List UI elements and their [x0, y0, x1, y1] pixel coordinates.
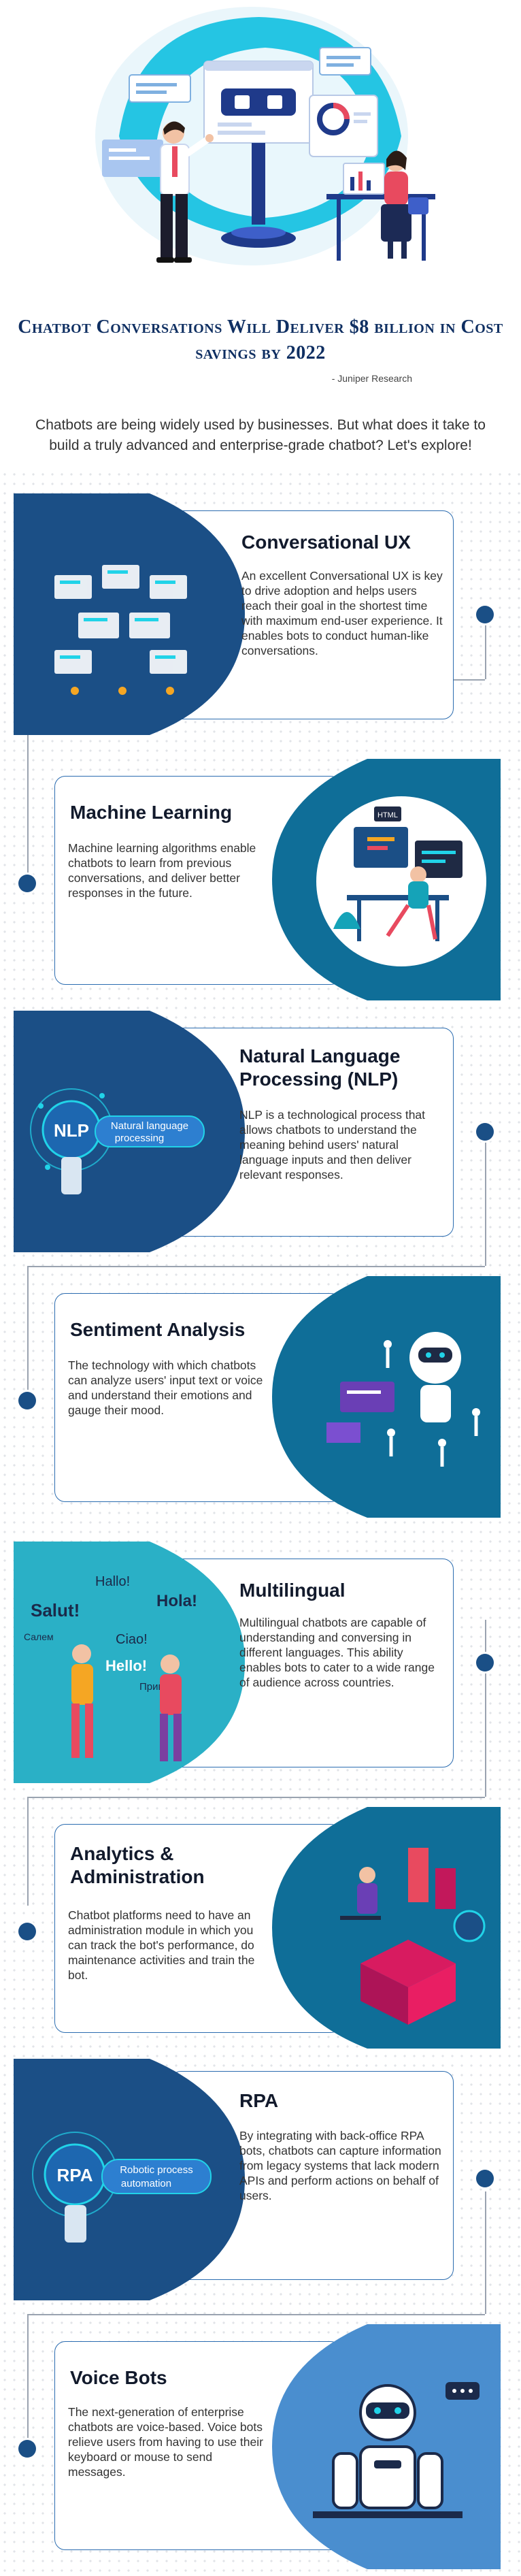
connector-line — [485, 615, 486, 679]
section-title: Voice Bots — [70, 2367, 167, 2388]
voice-bots-illustration — [272, 2324, 501, 2569]
section-rpa: RPA Robotic process automation RPA By in… — [0, 2059, 521, 2311]
section-analytics-administration: Analytics & Administration Chatbot platf… — [0, 1807, 521, 2059]
section-sentiment-analysis: Sentiment Analysis The technology with w… — [0, 1276, 521, 1528]
connector-line — [485, 1130, 486, 1266]
connector-dot — [476, 1123, 494, 1141]
machine-learning-illustration: HTML — [272, 759, 501, 1000]
section-description: By integrating with back-office RPA bots… — [239, 2129, 441, 2202]
section-description: An excellent Conversational UX is key to… — [241, 569, 443, 657]
greeting-text: Hello! — [105, 1657, 147, 1674]
section-description: The technology with which chatbots can a… — [68, 1358, 263, 1417]
section-title: Analytics & Administration — [70, 1843, 205, 1887]
connector-dot — [476, 1654, 494, 1672]
sentiment-analysis-illustration — [272, 1276, 501, 1518]
connector-dot — [18, 875, 36, 892]
section-conversational-ux: Conversational UX An excellent Conversat… — [0, 493, 521, 745]
connector-line — [27, 679, 29, 883]
nlp-caption: Natural language — [111, 1120, 188, 1132]
section-multilingual: Hallo! Hola! Salut! Ciao! Hello! Привет!… — [0, 1542, 521, 1793]
section-title: Multilingual — [239, 1580, 346, 1601]
connector-line — [485, 2191, 486, 2314]
section-title: RPA — [239, 2090, 279, 2111]
section-title: Sentiment Analysis — [70, 1319, 246, 1340]
rpa-label: RPA — [57, 2165, 93, 2185]
connector-dot — [18, 2440, 36, 2458]
connector-dot — [18, 1392, 36, 1409]
section-title: Natural Language Processing (NLP) — [239, 1045, 401, 1090]
section-description: NLP is a technological process that allo… — [239, 1108, 426, 1181]
connector-dot — [476, 606, 494, 623]
connector-line — [27, 1266, 29, 1402]
nlp-label: NLP — [54, 1120, 89, 1141]
section-description: Machine learning algorithms enable chatb… — [68, 841, 256, 900]
connector-line — [27, 1797, 485, 1798]
connector-dot — [18, 1923, 36, 1940]
nlp-caption: processing — [115, 1132, 165, 1144]
rpa-illustration: RPA Robotic process automation — [14, 2059, 245, 2300]
connector-dot — [476, 2170, 494, 2187]
section-nlp: NLP Natural language processing Natural … — [0, 1011, 521, 1262]
connector-line — [27, 1266, 485, 1267]
section-description: The next-generation of enterprise chatbo… — [68, 2405, 263, 2479]
greeting-text: Ciao! — [116, 1632, 148, 1647]
intro-text: Chatbots are being widely used by busine… — [35, 417, 486, 453]
html-tag-label: HTML — [377, 811, 398, 819]
nlp-illustration: NLP Natural language processing — [14, 1011, 245, 1252]
section-machine-learning: HTML Machine Learning Machine learning a… — [0, 759, 521, 1011]
analytics-illustration — [272, 1807, 501, 2049]
section-voice-bots: Voice Bots The next-generation of enterp… — [0, 2324, 521, 2576]
section-description: Multilingual chatbots are capable of und… — [239, 1616, 435, 1689]
page-title: Chatbot Conversations Will Deliver $8 bi… — [18, 316, 503, 363]
section-title: Machine Learning — [70, 802, 233, 823]
rpa-caption: Robotic process — [120, 2164, 193, 2176]
section-title: Conversational UX — [241, 532, 411, 553]
greeting-text: Hallo! — [95, 1574, 130, 1589]
greeting-text: Salut! — [31, 1600, 80, 1620]
connector-line — [485, 1620, 486, 1797]
connector-line — [27, 1797, 29, 1906]
greeting-text: Hola! — [156, 1592, 197, 1610]
conversational-ux-illustration — [14, 493, 245, 735]
rpa-caption: automation — [121, 2178, 171, 2189]
greeting-text: Салем — [24, 1631, 54, 1642]
section-description: Chatbot platforms need to have an admini… — [68, 1908, 255, 1982]
multilingual-illustration: Hallo! Hola! Salut! Ciao! Hello! Привет!… — [14, 1542, 245, 1783]
hero-illustration — [0, 0, 521, 286]
connector-line — [27, 2314, 29, 2450]
source-credit: - Juniper Research — [331, 373, 412, 384]
connector-line — [27, 2314, 485, 2315]
